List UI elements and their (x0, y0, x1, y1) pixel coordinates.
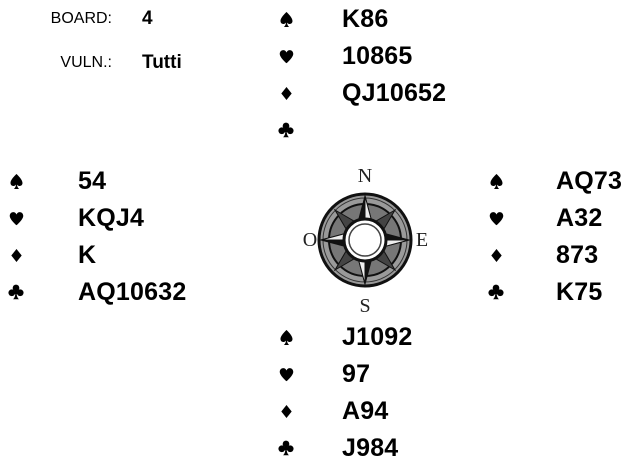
compass-rose-icon: N S O E (303, 165, 428, 316)
west-diamonds: K (78, 241, 97, 269)
north-hearts: 10865 (342, 42, 413, 70)
board-number: 4 (142, 8, 153, 29)
spade-icon (484, 166, 508, 196)
compass-east-label: E (416, 229, 428, 251)
vulnerability-value: Tutti (142, 52, 182, 73)
compass-west-label: O (303, 229, 317, 251)
club-icon (274, 433, 298, 463)
south-spades: J1092 (342, 323, 413, 351)
west-hand: 54 KQJ4 K AQ10632 (4, 166, 244, 316)
spade-icon (4, 166, 28, 196)
diamond-icon (274, 396, 298, 426)
south-clubs: J984 (342, 434, 399, 462)
club-icon (484, 277, 508, 307)
board-label: BOARD: (50, 10, 112, 27)
compass-south-label: S (359, 295, 370, 316)
spade-icon (274, 4, 298, 34)
east-diamonds: 873 (556, 241, 599, 269)
compass-north-label: N (358, 165, 372, 187)
east-hearts: A32 (556, 204, 603, 232)
east-clubs: K75 (556, 278, 603, 306)
west-spades: 54 (78, 167, 107, 195)
heart-icon (274, 41, 298, 71)
north-spades: K86 (342, 5, 389, 33)
heart-icon (484, 203, 508, 233)
south-hearts: 97 (342, 360, 371, 388)
diamond-icon (274, 78, 298, 108)
east-hand: AQ73 A32 873 K75 (484, 166, 634, 316)
heart-icon (4, 203, 28, 233)
diamond-icon (484, 240, 508, 270)
club-icon (274, 115, 298, 145)
north-diamonds: QJ10652 (342, 79, 447, 107)
heart-icon (274, 359, 298, 389)
south-hand: J1092 97 A94 J984 (274, 322, 494, 468)
club-icon (4, 277, 28, 307)
spade-icon (274, 322, 298, 352)
diamond-icon (4, 240, 28, 270)
south-diamonds: A94 (342, 397, 389, 425)
east-spades: AQ73 (556, 167, 623, 195)
north-hand: K86 10865 QJ10652 (274, 4, 494, 154)
vulnerability-label: VULN.: (60, 54, 112, 71)
west-clubs: AQ10632 (78, 278, 187, 306)
west-hearts: KQJ4 (78, 204, 145, 232)
